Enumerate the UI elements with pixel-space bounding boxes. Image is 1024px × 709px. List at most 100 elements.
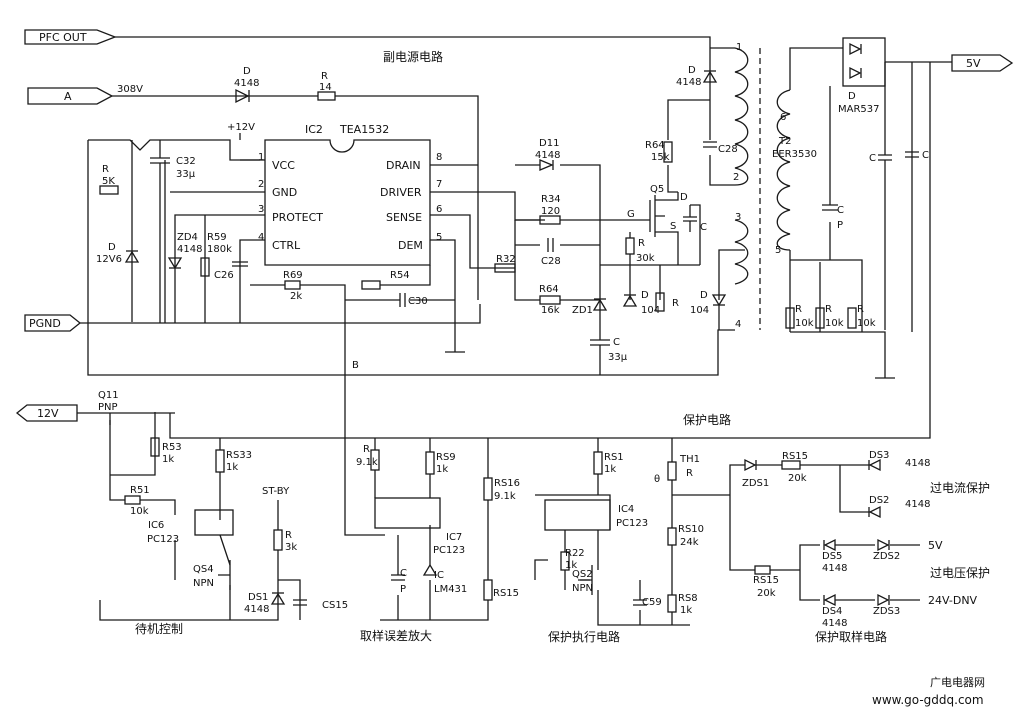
svg-text:4148: 4148 — [177, 244, 202, 255]
port-12v: 12V — [15, 404, 78, 422]
resistor-r-30k: R 30k — [625, 232, 655, 265]
resistor-rs15-b: RS15 20k — [781, 451, 808, 484]
svg-text:1k: 1k — [565, 560, 577, 571]
diode-ds4: DS4 4148 — [822, 593, 847, 629]
diode-d11: D11 4148 — [535, 138, 560, 171]
bridge-d-mar537: D MAR537 — [838, 37, 886, 115]
title-protect-exec: 保护执行电路 — [548, 629, 620, 644]
svg-text:1: 1 — [258, 152, 264, 163]
svg-text:R51: R51 — [130, 485, 150, 496]
svg-text:EER3530: EER3530 — [772, 149, 817, 160]
capacitor-c30: C30 — [399, 293, 428, 307]
capacitor-c28-lower: C28 — [541, 238, 561, 267]
resistor-r-3k: R 3k — [273, 529, 297, 553]
svg-text:R: R — [857, 304, 864, 315]
wire-bottom-return — [87, 320, 735, 376]
svg-text:D: D — [680, 192, 688, 203]
diode-ds2: DS2 4148 — [868, 495, 930, 519]
svg-text:QS4: QS4 — [193, 564, 214, 575]
zener-zds1: ZDS1 — [742, 458, 769, 489]
diode-d-4148-primary: D 4148 — [676, 65, 718, 88]
svg-text:4148: 4148 — [535, 150, 560, 161]
svg-text:10k: 10k — [795, 318, 814, 329]
svg-text:ZD4: ZD4 — [177, 232, 198, 243]
port-a: A — [27, 87, 114, 105]
resistor-r64-16k: R64 16k — [539, 284, 561, 316]
svg-text:PNP: PNP — [98, 402, 118, 413]
svg-text:R32: R32 — [496, 254, 516, 265]
svg-text:C30: C30 — [408, 296, 428, 307]
wire-5v-rail — [169, 47, 952, 439]
ic2-pin2-name: GND — [272, 186, 297, 199]
resistor-r-sense: R — [655, 292, 679, 312]
capacitor-c59: C59 — [633, 597, 662, 608]
title-standby-control: 待机控制 — [135, 622, 183, 636]
resistor-r59: R59 180k — [200, 232, 232, 277]
svg-text:ZDS2: ZDS2 — [873, 551, 900, 562]
wire-left-rail — [87, 139, 260, 320]
resistor-rs1: RS1 1k — [593, 451, 624, 475]
svg-text:8: 8 — [436, 152, 442, 163]
capacitor-c28-primary: C28 — [703, 141, 738, 155]
resistor-r14: R 14 — [317, 71, 336, 101]
net-12v-plus: +12V — [227, 122, 255, 133]
ic2-pin4-name: CTRL — [272, 239, 301, 252]
svg-text:104: 104 — [641, 305, 660, 316]
svg-text:NPN: NPN — [572, 583, 593, 594]
zener-d-12v6: D 12V6 — [96, 140, 140, 322]
svg-text:ZDS3: ZDS3 — [873, 606, 900, 617]
ic2-pin1-name: VCC — [272, 159, 295, 172]
svg-text:QS2: QS2 — [572, 569, 593, 580]
svg-text:1k: 1k — [680, 605, 692, 616]
svg-text:5: 5 — [436, 232, 442, 243]
title-aux-supply: 副电源电路 — [383, 49, 443, 64]
svg-text:ZD1: ZD1 — [572, 305, 593, 316]
svg-text:R64: R64 — [539, 284, 559, 295]
wire-ic2-pins — [170, 159, 545, 420]
resistor-r32: R32 — [494, 254, 516, 273]
svg-text:R: R — [285, 530, 292, 541]
svg-text:R59: R59 — [207, 232, 227, 243]
svg-text:C28: C28 — [541, 256, 561, 267]
svg-text:R64: R64 — [645, 140, 665, 151]
svg-text:9.1k: 9.1k — [494, 491, 516, 502]
svg-text:D: D — [641, 290, 649, 301]
svg-text:A: A — [64, 90, 72, 103]
svg-text:D: D — [108, 242, 116, 253]
svg-text:NPN: NPN — [193, 578, 214, 589]
wire-protect-sample — [672, 464, 920, 601]
svg-text:www.go-gddq.com: www.go-gddq.com — [872, 693, 984, 707]
svg-text:10k: 10k — [130, 506, 149, 517]
title-error-amp: 取样误差放大 — [360, 628, 432, 643]
svg-text:1k: 1k — [162, 454, 174, 465]
svg-text:2: 2 — [258, 179, 264, 190]
svg-text:4148: 4148 — [822, 618, 847, 629]
resistor-r10k-2: R 10k — [815, 304, 844, 329]
svg-text:C26: C26 — [214, 270, 234, 281]
zener-zd4: ZD4 4148 — [167, 232, 202, 270]
svg-text:D11: D11 — [539, 138, 559, 149]
mosfet-q5: Q5 G D S — [627, 184, 688, 265]
port-5v: 5V — [951, 54, 1014, 72]
diode-d-104b: D 104 — [690, 290, 727, 330]
svg-text:120: 120 — [541, 206, 560, 217]
svg-text:5K: 5K — [102, 176, 115, 187]
resistor-r54: R54 — [361, 270, 410, 290]
svg-text:RS8: RS8 — [678, 593, 698, 604]
svg-text:4: 4 — [735, 319, 741, 330]
svg-text:D: D — [688, 65, 696, 76]
optocoupler-ic7: IC7 PC123 — [374, 497, 465, 556]
svg-text:LM431: LM431 — [434, 584, 467, 595]
net-b-label: B — [352, 360, 359, 371]
svg-text:PC123: PC123 — [433, 545, 465, 556]
resistor-rs16: RS16 9.1k — [483, 477, 520, 502]
svg-text:T2: T2 — [778, 136, 791, 147]
svg-text:20k: 20k — [788, 473, 807, 484]
svg-text:D: D — [848, 91, 856, 102]
zener-zds2: ZDS2 — [873, 538, 900, 562]
wire-protect-exec — [534, 438, 690, 626]
svg-text:C: C — [837, 205, 844, 216]
capacitor-c-out2: C — [905, 150, 929, 161]
transistor-qs4: QS4 NPN — [193, 560, 231, 590]
resistor-rs8: RS8 1k — [667, 593, 698, 616]
